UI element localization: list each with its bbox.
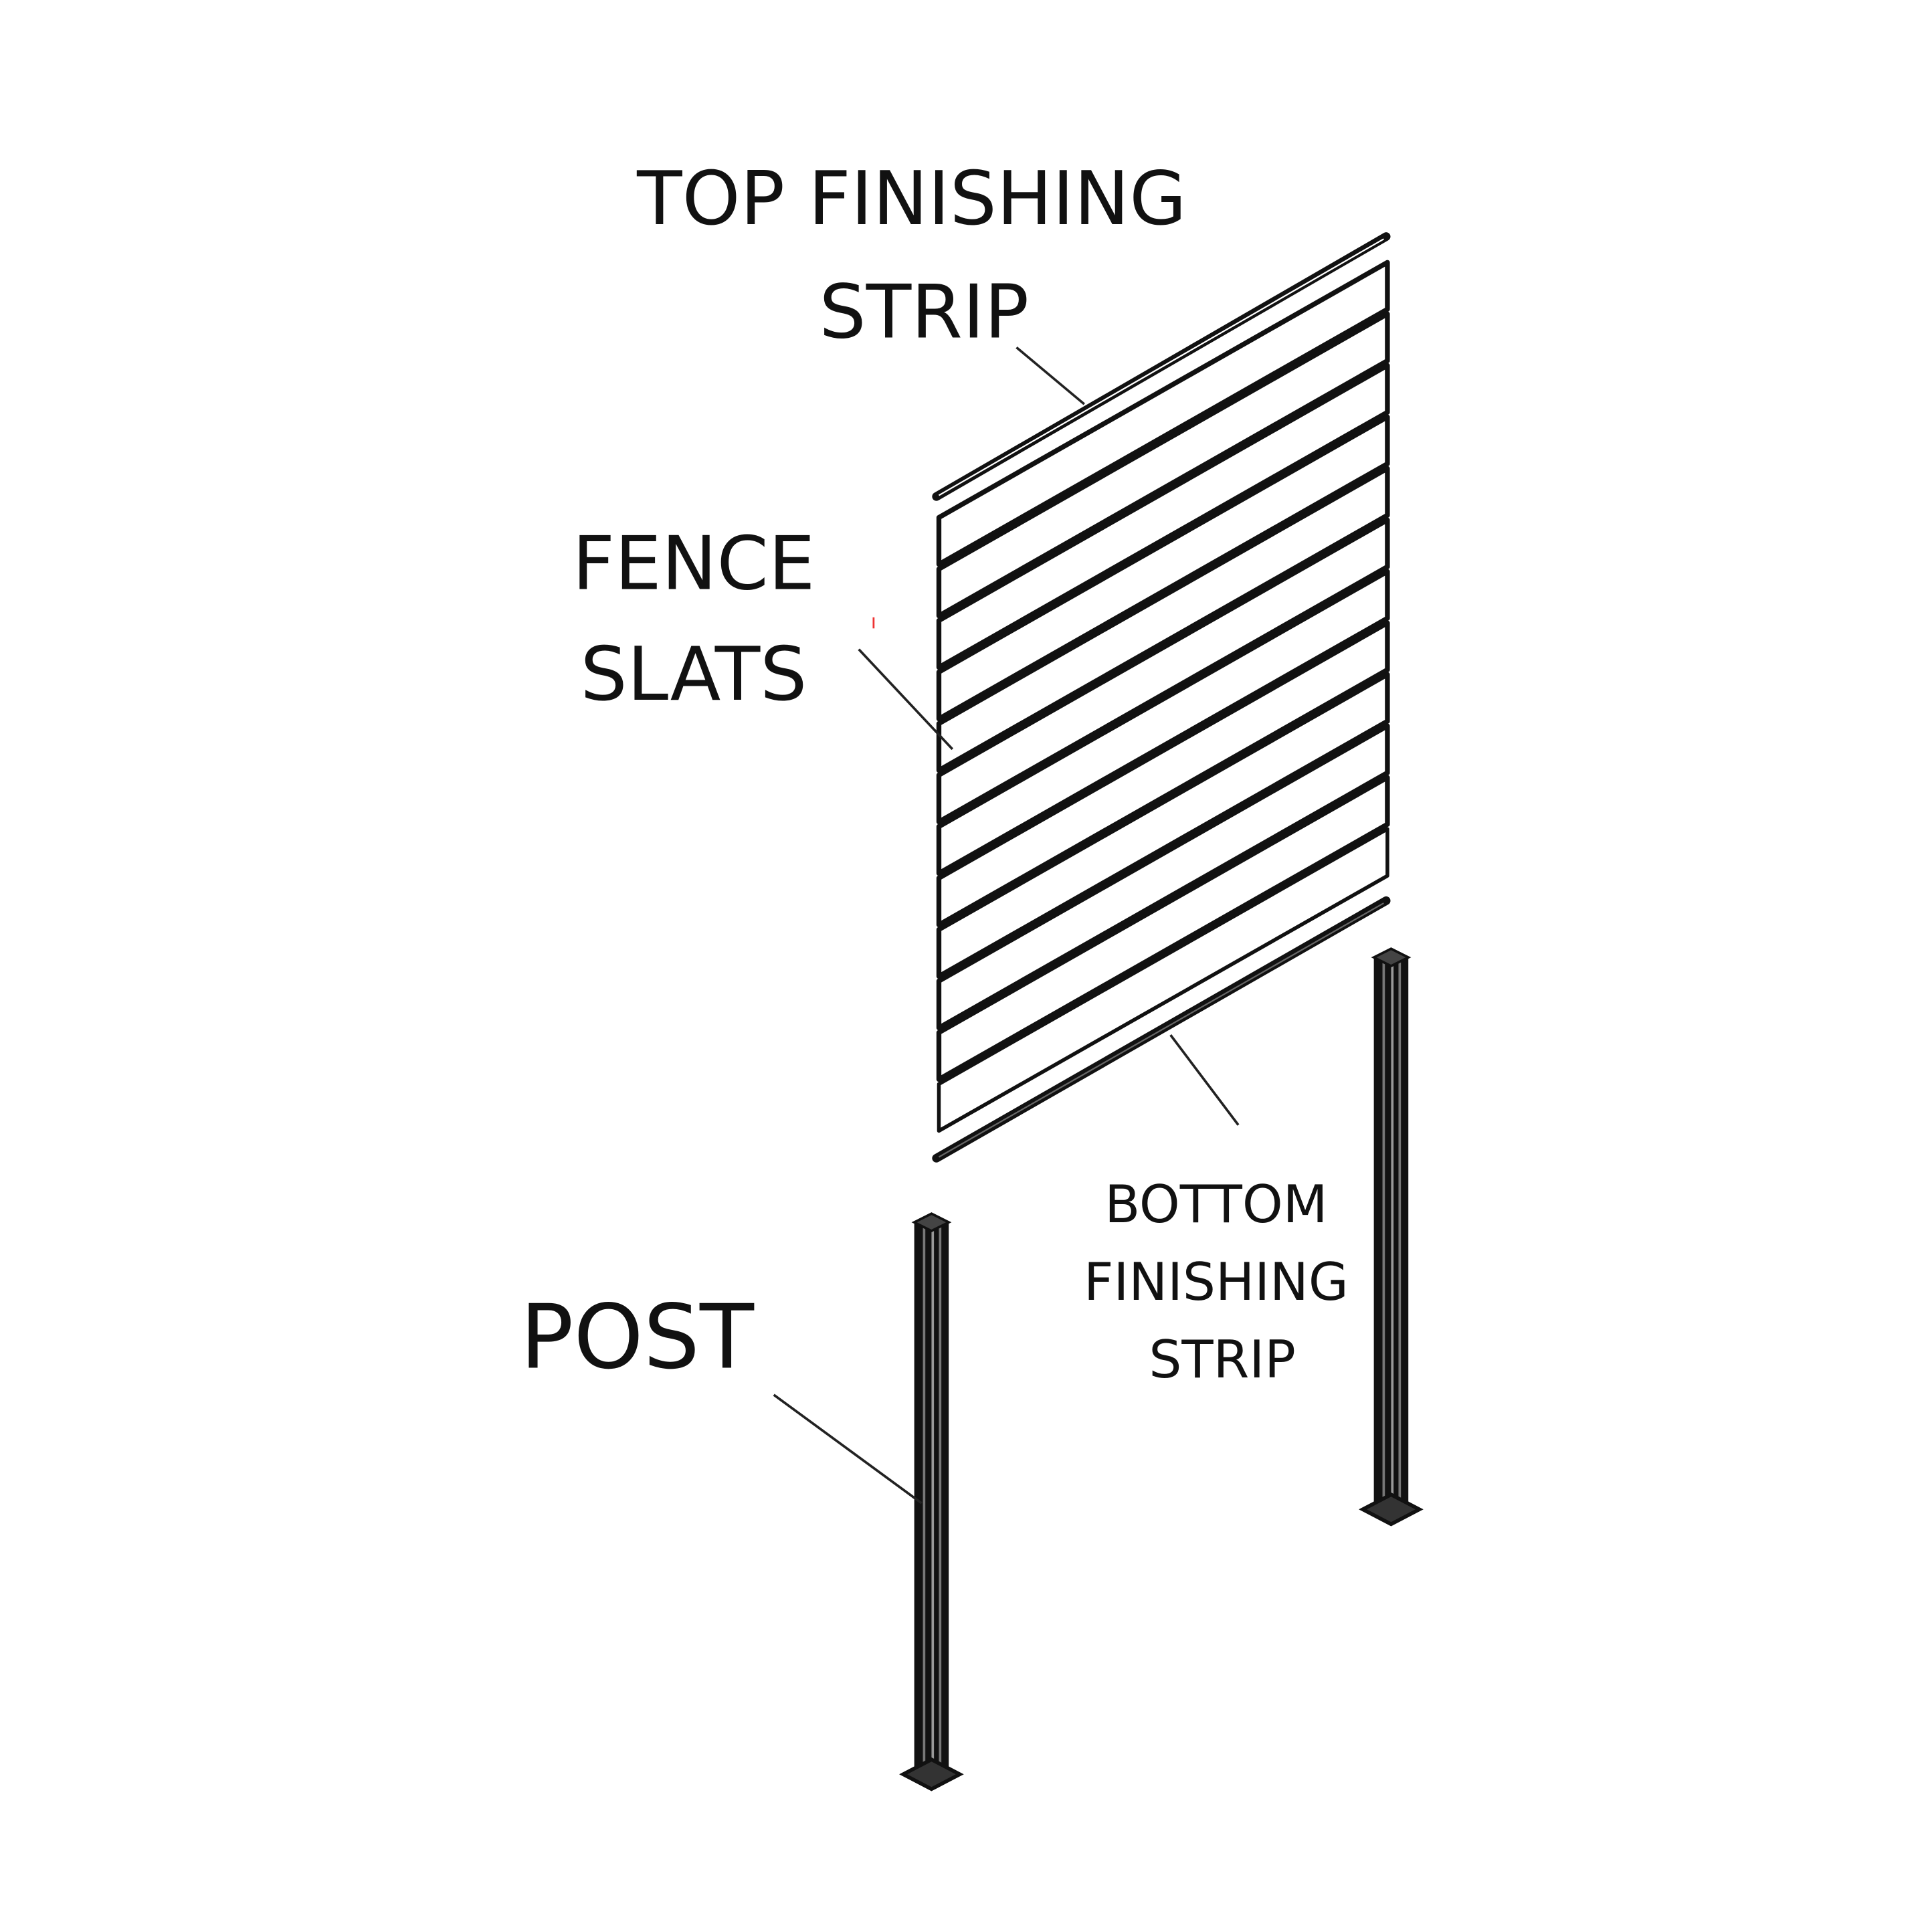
bottom-finishing-strip-highlight xyxy=(938,902,1384,1158)
top-finishing-strip-highlight xyxy=(938,238,1384,496)
label-fence-slats-line1: FENCE xyxy=(572,520,815,607)
fence-slat xyxy=(936,517,1390,825)
label-bottom-strip-line2: FINISHING xyxy=(1084,1252,1349,1313)
fence-slat xyxy=(936,260,1390,567)
label-top-strip-line2: STRIP xyxy=(819,270,1030,356)
fence-slat xyxy=(936,363,1390,670)
label-top-strip-line1: TOP FINISHING xyxy=(636,156,1187,242)
fence-slat xyxy=(936,466,1390,773)
leader-fence-slats xyxy=(858,648,954,751)
fence-slat xyxy=(936,723,1390,1031)
fence-slat xyxy=(936,414,1390,722)
label-bottom-strip-line1: BOTTOM xyxy=(1104,1175,1327,1235)
fence-slat xyxy=(936,620,1390,928)
label-post: POST xyxy=(520,1286,755,1389)
fence-slat xyxy=(936,672,1390,979)
leader-top-strip xyxy=(1016,346,1085,405)
fence-slat xyxy=(937,827,1389,1133)
fence-slat xyxy=(936,569,1390,876)
fence-slat xyxy=(936,775,1390,1082)
leader-bottom-strip xyxy=(1169,1034,1240,1126)
leader-lines xyxy=(773,346,1240,1505)
fence-slats xyxy=(936,260,1390,1133)
post-right xyxy=(1359,947,1424,1527)
leader-post xyxy=(773,1393,923,1505)
fence-slat xyxy=(936,311,1390,619)
label-fence-slats-line2: SLATS xyxy=(581,632,807,718)
label-bottom-strip-line3: STRIP xyxy=(1149,1330,1296,1390)
post-left xyxy=(899,1212,964,1792)
